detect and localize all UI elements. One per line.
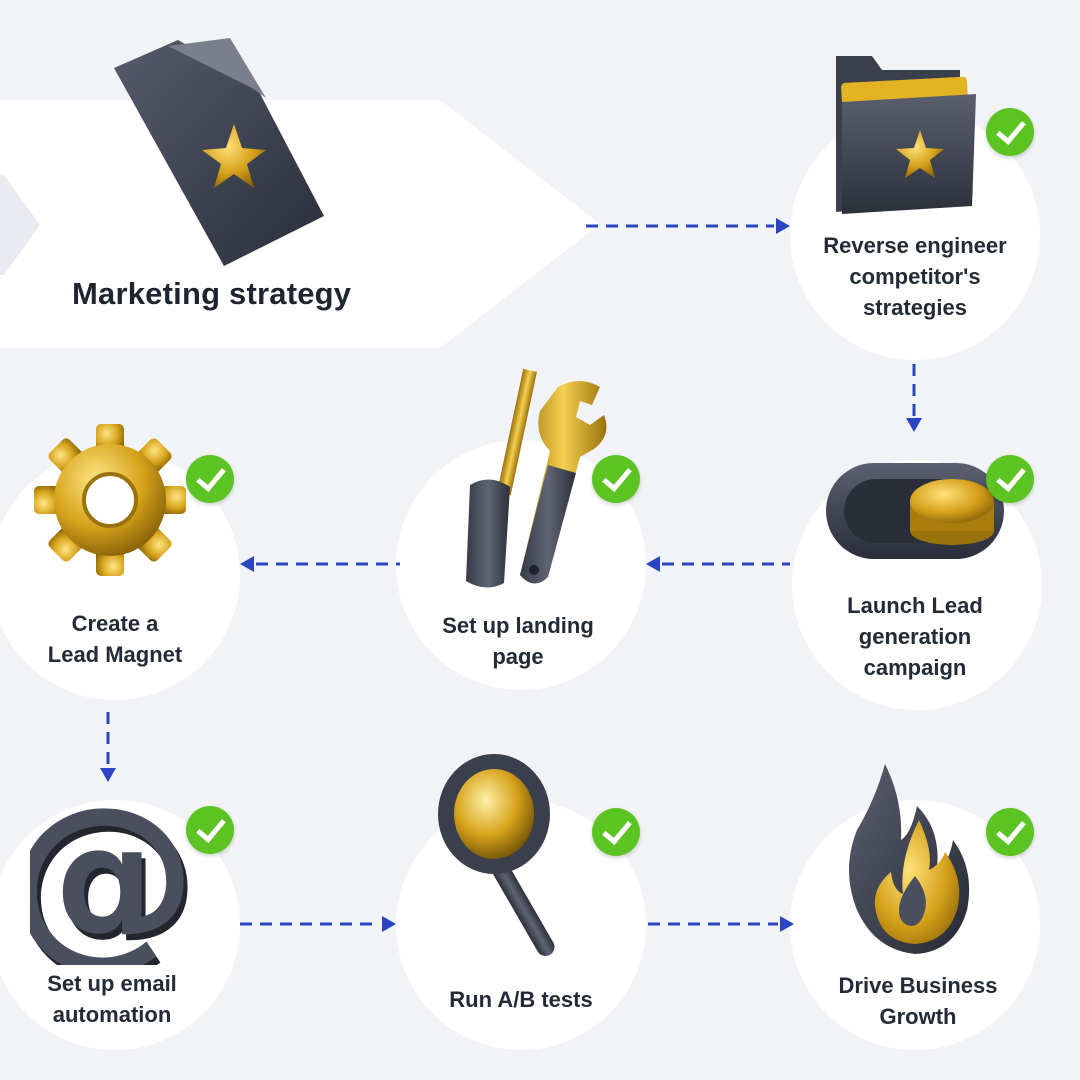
- connector-arrow-down: [906, 364, 922, 432]
- connector-arrow-left: [646, 556, 790, 572]
- connector-arrow-right: [648, 916, 794, 932]
- check-icon-ab-tests: [592, 808, 640, 856]
- document-star-icon: [114, 38, 324, 266]
- flame-icon: [849, 764, 970, 954]
- tools-icon: [466, 368, 607, 588]
- check-icon-lead-magnet: [186, 455, 234, 503]
- svg-text:@: @: [30, 800, 190, 965]
- connector-arrow-right: [586, 218, 790, 234]
- toggle-switch-icon: [826, 463, 1004, 559]
- diagram-title: Marketing strategy: [72, 276, 352, 311]
- folder-star-icon: [836, 56, 976, 214]
- at-sign-icon: @ @: [30, 800, 190, 965]
- check-icon-business-growth: [986, 808, 1034, 856]
- step-label-launch-lead-gen: Launch Lead generation campaign: [847, 593, 983, 680]
- connector-arrow-down: [100, 712, 116, 782]
- magnifier-icon: [438, 754, 555, 956]
- step-label-ab-tests: Run A/B tests: [449, 987, 593, 1012]
- step-label-landing-page: Set up landing page: [442, 613, 594, 669]
- step-label-business-growth: Drive Business Growth: [838, 973, 998, 1029]
- connector-arrow-left: [240, 556, 400, 572]
- step-label-lead-magnet: Create a Lead Magnet: [47, 611, 183, 667]
- check-icon-email-automation: [186, 806, 234, 854]
- check-icon-reverse-engineer: [986, 108, 1034, 156]
- step-label-email-automation: Set up email automation: [47, 971, 177, 1027]
- check-icon-launch-lead-gen: [986, 455, 1034, 503]
- step-label-reverse-engineer: Reverse engineer competitor's strategies: [823, 233, 1007, 320]
- svg-text:@: @: [30, 800, 190, 965]
- check-icon-landing-page: [592, 455, 640, 503]
- gear-icon: [34, 424, 186, 576]
- connector-arrow-right: [240, 916, 396, 932]
